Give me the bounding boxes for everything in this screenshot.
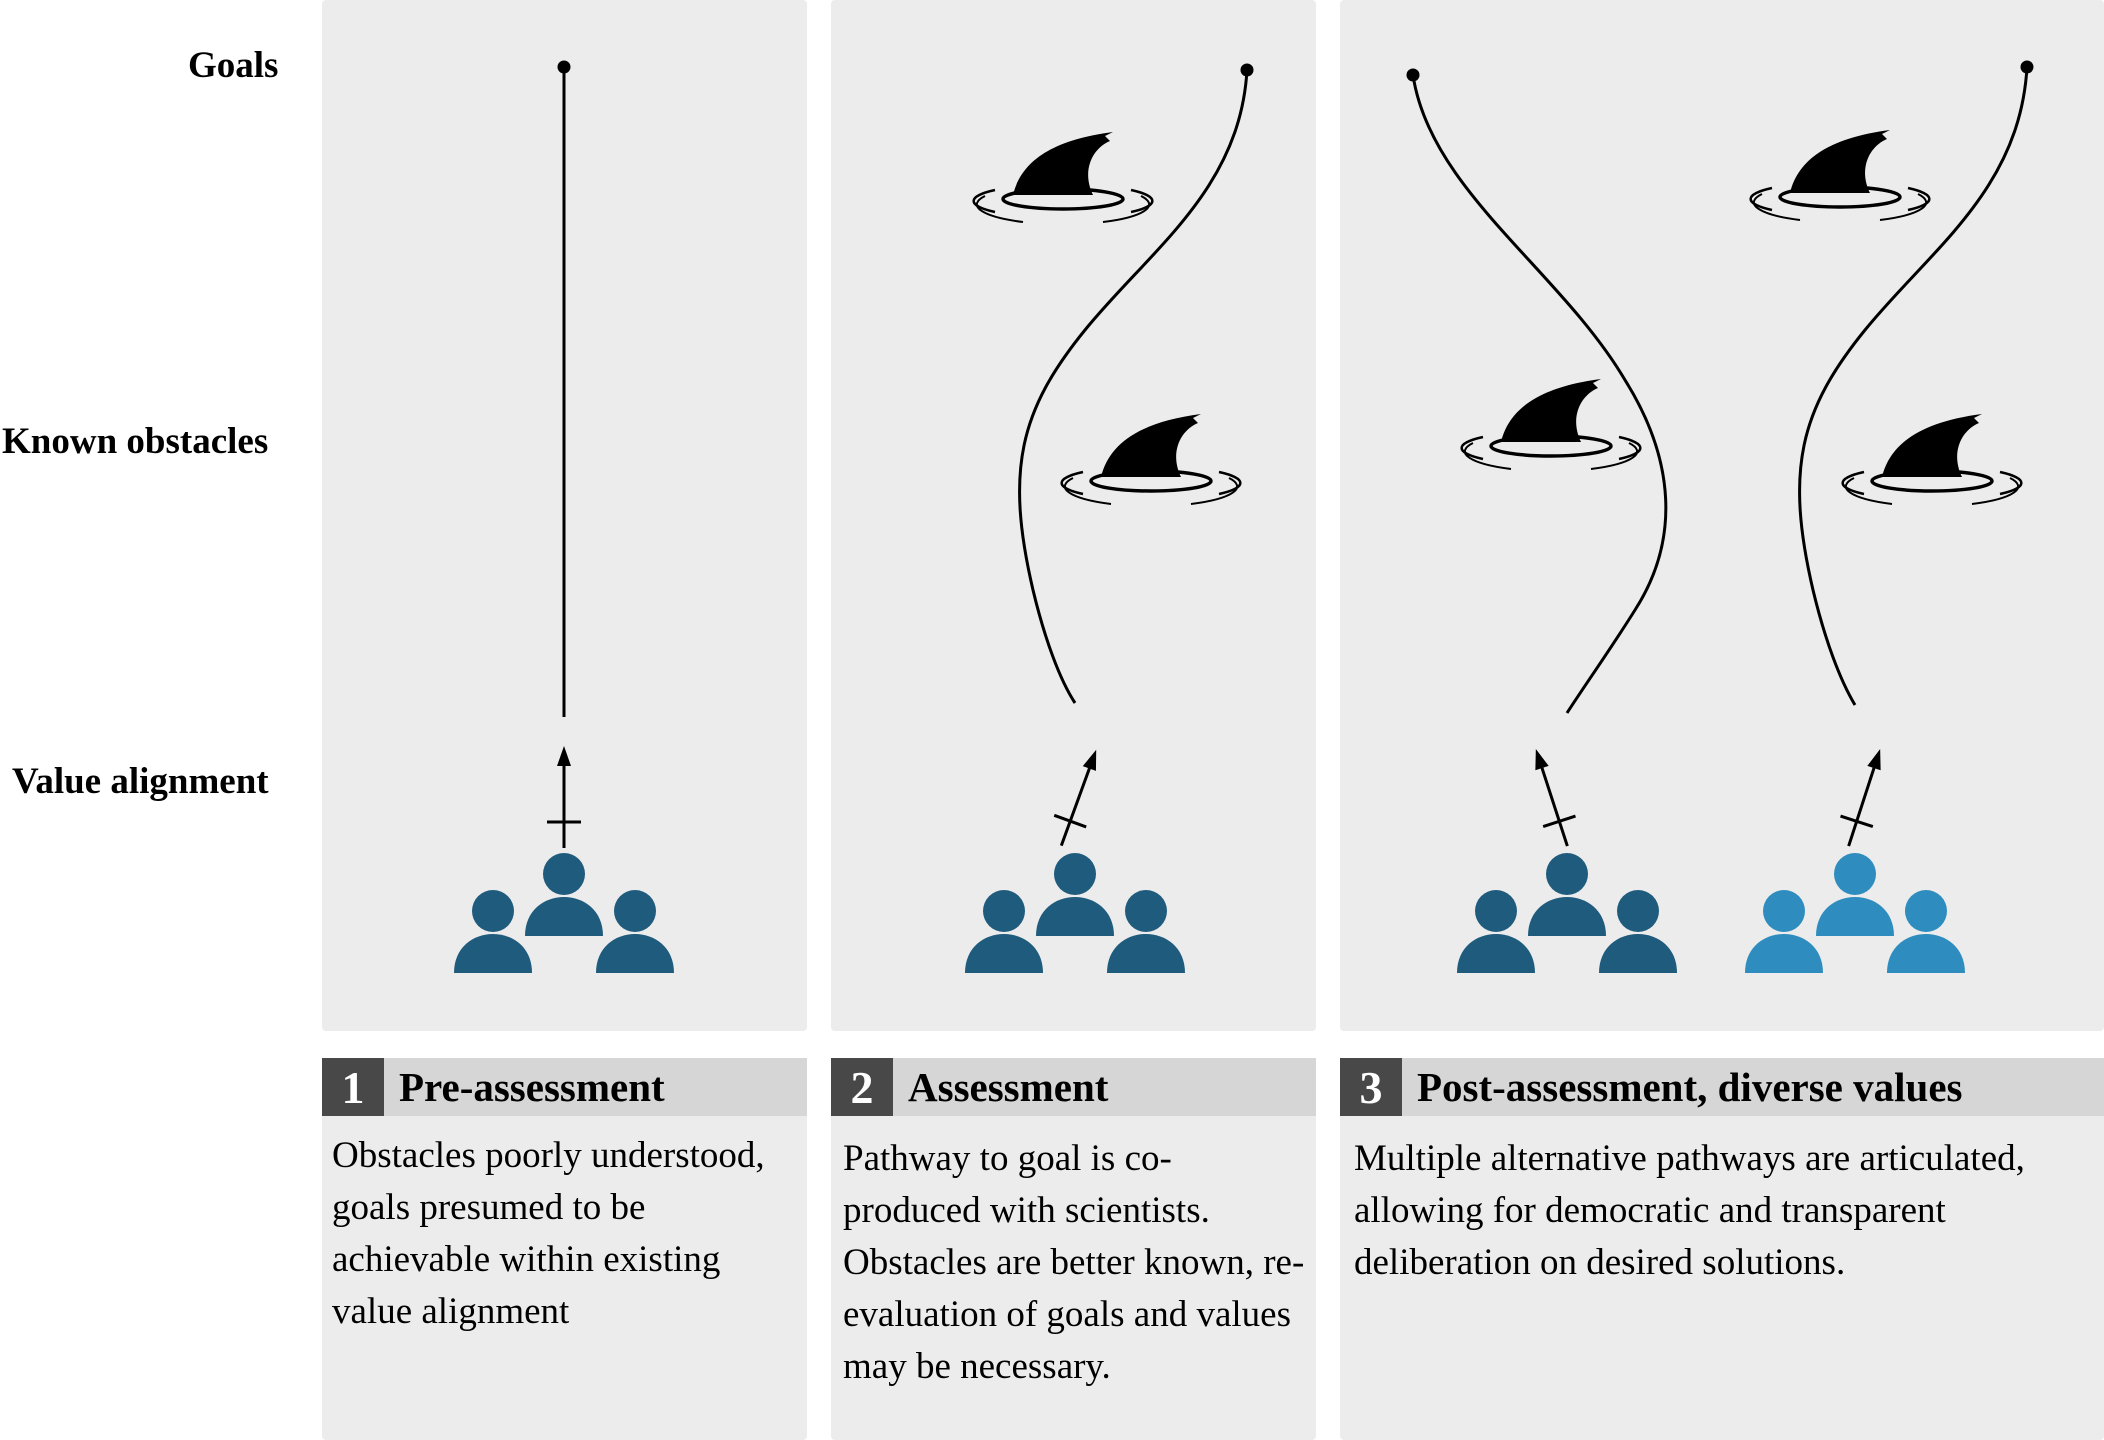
- stage-1-description: Obstacles poorly understood, goals presu…: [332, 1135, 765, 1332]
- stage-2-caption-panel: [831, 1058, 1316, 1440]
- stage-3-panel: [1340, 0, 2104, 1031]
- stage-1-people-group-icon: [454, 853, 674, 973]
- stage-2-shark-fin-icon: [971, 130, 1155, 224]
- stage-1-compass-arrow-icon: [545, 744, 583, 850]
- stage-3-shark-fin-icon: [1748, 128, 1932, 222]
- stage-3-people-group-icon-light: [1745, 853, 1965, 973]
- stage-2-title: Assessment: [908, 1064, 1109, 1110]
- stage-1-pathway: [557, 60, 571, 717]
- stage-3-compass-arrow-icon: [1518, 742, 1586, 853]
- diagram-artwork: [454, 60, 2034, 973]
- stage-2-number: 2: [831, 1058, 893, 1116]
- stage-1-title: Pre-assessment: [399, 1064, 665, 1110]
- stage-1-number: 1: [322, 1058, 384, 1116]
- stage-3-title: Post-assessment, diverse values: [1417, 1064, 1963, 1110]
- stage-2-pathway: [1018, 63, 1254, 704]
- stage-3-shark-fin-icon: [1840, 412, 2024, 506]
- stage-2-compass-arrow-icon: [1043, 742, 1114, 853]
- row-label-value-alignment: Value alignment: [12, 761, 269, 802]
- stage-2-shark-fin-icon: [1059, 412, 1243, 506]
- stage-3-people-group-icon-dark: [1457, 853, 1677, 973]
- stage-3-description: Multiple alternative pathways are articu…: [1354, 1138, 2025, 1283]
- stage-2-header: 2 Assessment: [831, 1058, 1316, 1116]
- stage-3-shark-fin-icon: [1459, 377, 1643, 471]
- row-label-goals: Goals: [188, 45, 279, 86]
- stage-3-compass-arrow-icon: [1830, 742, 1898, 853]
- stage-3-left-pathway: [1406, 68, 1668, 714]
- stage-3-caption-panel: [1340, 1058, 2104, 1440]
- stage-3-number: 3: [1340, 1058, 1402, 1116]
- stage-3-right-pathway: [1798, 60, 2034, 706]
- stage-3-header: 3 Post-assessment, diverse values: [1340, 1058, 2104, 1116]
- stage-1-header: 1 Pre-assessment: [322, 1058, 807, 1116]
- stage-2-description: Pathway to goal is co-produced with scie…: [843, 1138, 1305, 1387]
- row-label-known-obstacles: Known obstacles: [2, 421, 269, 462]
- stage-1-caption-panel: [322, 1058, 807, 1440]
- stage-2-people-group-icon: [965, 853, 1185, 973]
